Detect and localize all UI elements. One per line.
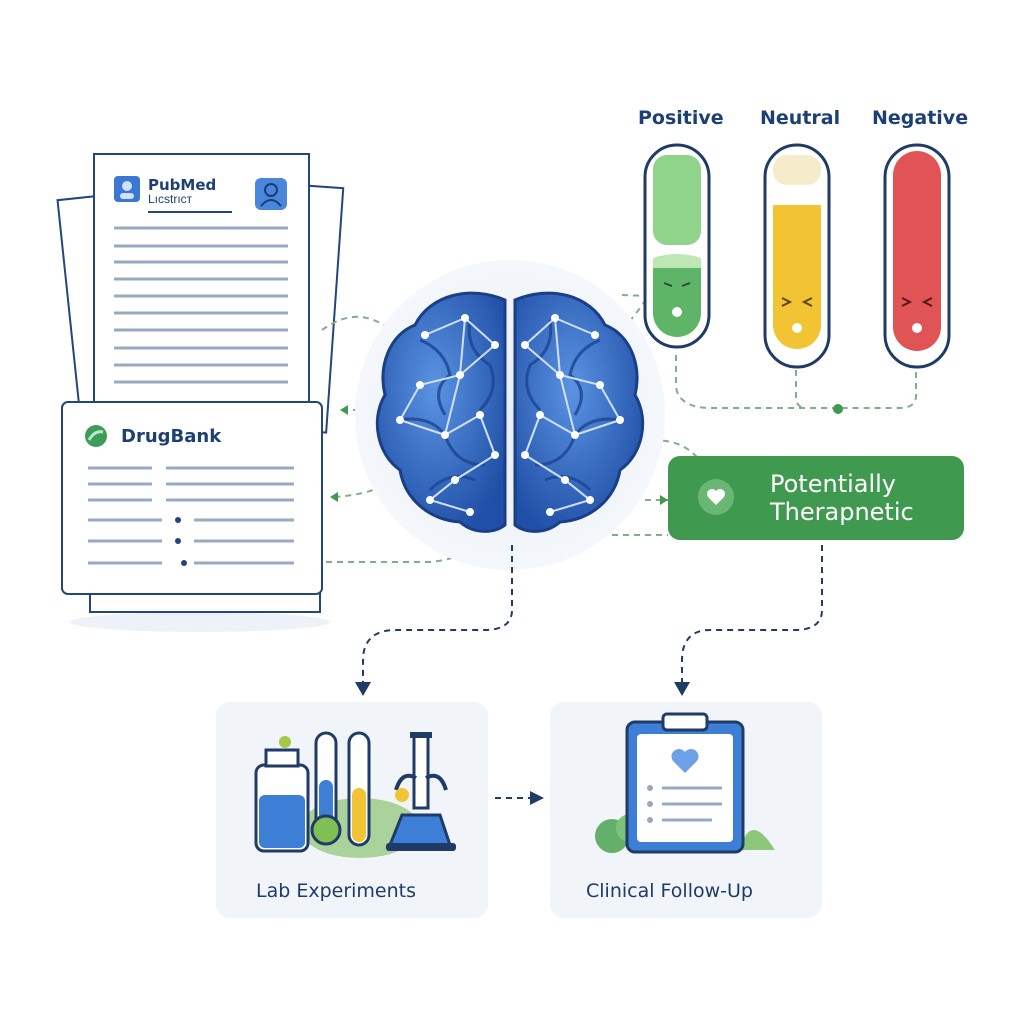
- user-icon: [255, 178, 287, 210]
- tube-neutral: [763, 143, 831, 369]
- result-line2: Therapnetic: [770, 498, 914, 526]
- result-box: [668, 456, 964, 540]
- tube-negative: [883, 143, 951, 369]
- clipboard-heart-icon: [595, 712, 775, 854]
- result-line1: Potentially: [770, 470, 897, 498]
- drugbank-logo-icon: [85, 425, 107, 447]
- clinical-follow-up-label: Clinical Follow-Up: [586, 880, 753, 902]
- output-connectors: [362, 545, 823, 799]
- pubmed-title: PubMed: [148, 176, 217, 194]
- lab-experiments-label: Lab Experiments: [256, 880, 417, 902]
- junction-dot: [833, 404, 843, 414]
- drugbank-title: DrugBank: [121, 426, 222, 447]
- pubmed-subtitle: Lıcstrıcт: [148, 192, 193, 206]
- negative-label: Negative: [872, 107, 969, 129]
- drugbank-card: [61, 401, 330, 632]
- lab-equipment-icon: [254, 731, 456, 858]
- heart-icon: [707, 489, 725, 505]
- brain-neural-network-icon: [375, 291, 645, 533]
- tube-positive: [643, 143, 711, 349]
- pubmed-document-stack: [56, 153, 345, 450]
- positive-label: Positive: [638, 107, 724, 129]
- neutral-label: Neutral: [760, 107, 841, 129]
